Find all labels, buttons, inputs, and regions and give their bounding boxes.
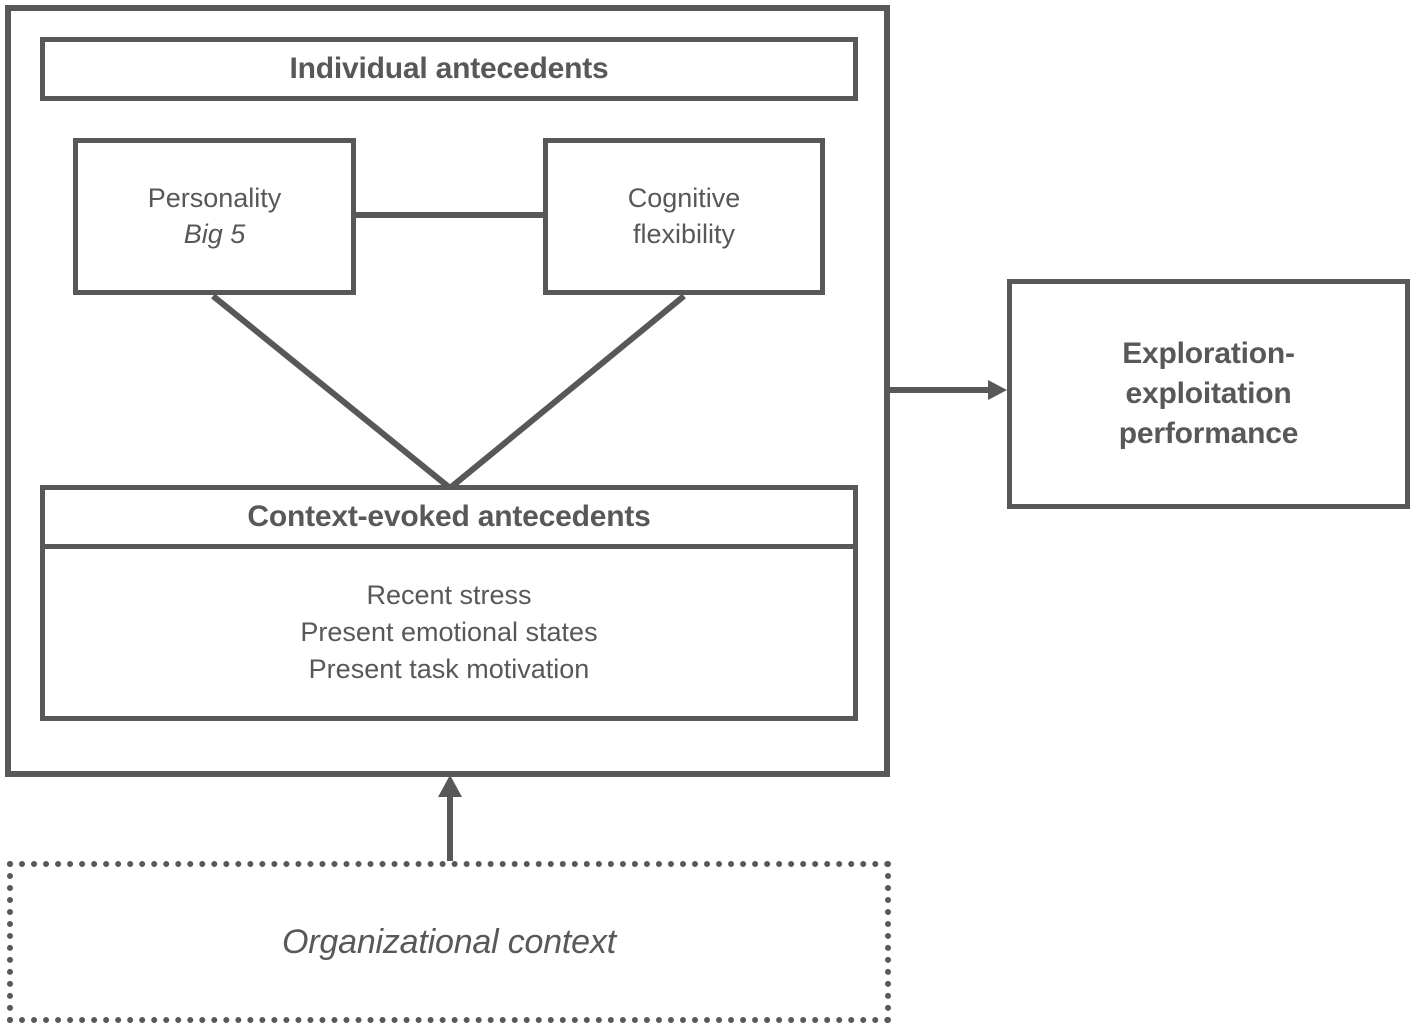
cognitive-flexibility-box: Cognitive flexibility (543, 138, 825, 295)
personality-sublabel: Big 5 (183, 218, 246, 249)
organizational-context-label: Organizational context (282, 922, 616, 961)
context-evoked-antecedents-header-label: Context-evoked antecedents (247, 500, 651, 533)
list-item: Present task motivation (308, 653, 590, 684)
individual-antecedents-header-label: Individual antecedents (289, 52, 609, 85)
cognitive-flexibility-label-line2: flexibility (632, 218, 736, 249)
context-evoked-antecedents-list: Recent stress Present emotional states P… (40, 544, 858, 721)
outcome-label-line3: performance (1118, 416, 1299, 450)
outcome-label-line2: exploitation (1125, 377, 1292, 411)
exploration-exploitation-performance-box: Exploration- exploitation performance (1007, 279, 1410, 509)
personality-box: Personality Big 5 (73, 138, 356, 295)
cognitive-flexibility-label-line1: Cognitive (627, 183, 741, 214)
individual-antecedents-header: Individual antecedents (40, 37, 858, 101)
context-evoked-antecedents-header: Context-evoked antecedents (40, 485, 858, 549)
organizational-context-box: Organizational context (7, 861, 891, 1023)
list-item: Present emotional states (300, 617, 598, 648)
list-item: Recent stress (366, 580, 532, 611)
organizational-to-individual-arrowhead (438, 775, 462, 797)
outcome-label-line1: Exploration- (1122, 337, 1295, 371)
personality-cognitive-link (353, 212, 545, 218)
individual-antecedents-container (5, 5, 890, 777)
personality-label: Personality (147, 183, 282, 214)
context-evoked-antecedents-group: Context-evoked antecedents Recent stress… (40, 485, 858, 721)
individual-to-outcome-arrowhead (988, 380, 1007, 400)
